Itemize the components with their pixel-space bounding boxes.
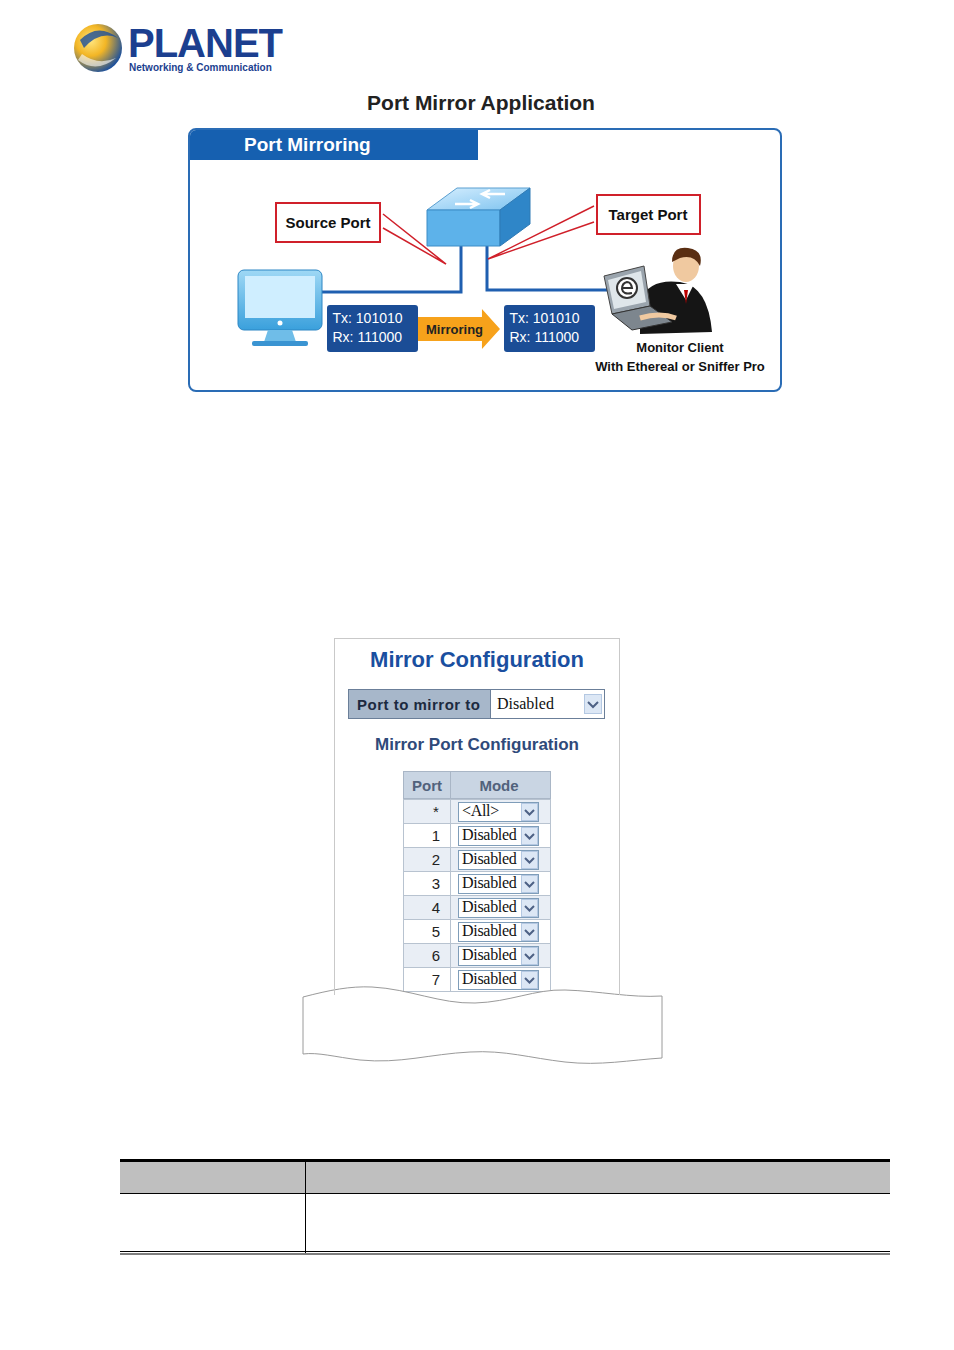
- select-box: [459, 947, 539, 966]
- table-row: [404, 920, 551, 944]
- select-chevron: [525, 906, 534, 911]
- table-divider: [450, 872, 451, 896]
- table-divider: [450, 920, 451, 944]
- select-box: [459, 875, 539, 894]
- table-header-cell: Mode: [479, 777, 518, 794]
- pc-icon: [238, 270, 322, 346]
- select-button: [522, 948, 538, 965]
- callout-box: Source Port: [275, 202, 381, 243]
- table-header: [404, 772, 551, 799]
- select-chevron: [525, 930, 534, 935]
- table-divider: [450, 896, 451, 920]
- callout-box: Target Port: [596, 194, 701, 235]
- select-chevron: [525, 810, 534, 815]
- section-heading: Mirror Port Configuration: [375, 735, 579, 755]
- signal-text: Tx: 101010: [510, 309, 589, 328]
- signal-text: Tx: 101010: [333, 309, 412, 328]
- node-text: Disabled: [497, 695, 554, 713]
- select-value: Disabled: [462, 898, 516, 916]
- select-box: Disabled: [490, 689, 605, 719]
- select-button: [522, 876, 538, 893]
- network-wire: [300, 246, 612, 292]
- select-value: Disabled: [462, 826, 516, 844]
- device-label: With Ethereal or Sniffer Pro: [595, 359, 765, 374]
- node-text: Mirroring: [426, 322, 483, 337]
- mirroring-arrow: Mirroring: [418, 309, 500, 349]
- arrow-fill: [418, 309, 500, 349]
- table-row: [404, 944, 551, 968]
- table-cell: 2: [432, 851, 440, 868]
- switch-icon: [427, 188, 530, 246]
- node-text: Mirror Configuration: [335, 647, 619, 673]
- table-cell: 4: [432, 899, 440, 916]
- table-cell: 7: [432, 971, 440, 988]
- table-row: [404, 824, 551, 848]
- select-value: Disabled: [462, 922, 516, 940]
- select-chevron: [525, 858, 534, 863]
- select-chevron: [525, 882, 534, 887]
- table-cell: 5: [432, 923, 440, 940]
- table-row: [404, 896, 551, 920]
- node-text: Target Port: [609, 206, 688, 223]
- select-value: <All>: [462, 802, 499, 820]
- node-text: Port to mirror to: [357, 696, 481, 713]
- select-button-face: [585, 695, 602, 714]
- select-value: Disabled: [462, 850, 516, 868]
- logo-icon: [74, 24, 122, 72]
- select-box: [459, 923, 539, 942]
- select-value: Disabled: [462, 874, 516, 892]
- node-text: Port Mirroring: [190, 130, 478, 160]
- signal-box: Tx: 101010Rx: 111000: [504, 305, 595, 352]
- select-chevron: [525, 978, 534, 983]
- table-divider: [450, 800, 451, 824]
- table-cell: 6: [432, 947, 440, 964]
- select-button: [522, 924, 538, 941]
- signal-text: Rx: 111000: [333, 328, 412, 347]
- table-cell: *: [433, 803, 439, 820]
- select-button: [584, 694, 602, 714]
- table-divider: [450, 848, 451, 872]
- logo-subtitle: Networking & Communication: [129, 62, 272, 73]
- table-cell: 3: [432, 875, 440, 892]
- select-box: [459, 827, 539, 846]
- table-divider: [450, 944, 451, 968]
- logo-text: PLANET: [128, 23, 282, 63]
- signal-box: Tx: 101010Rx: 111000: [327, 305, 418, 352]
- select-button: [522, 804, 538, 821]
- select-box: [459, 971, 539, 990]
- table-divider: [450, 968, 451, 992]
- device-label: Monitor Client: [636, 340, 723, 355]
- table-cell: 1: [432, 827, 440, 844]
- torn-edge: [303, 987, 662, 1063]
- leader-line: [383, 206, 594, 264]
- table-row: [404, 800, 551, 824]
- select-chevron: [588, 702, 598, 707]
- signal-text: Rx: 111000: [510, 328, 589, 347]
- select-value: Disabled: [462, 970, 516, 988]
- page-title: Port Mirror Application: [367, 91, 595, 115]
- select-box: [459, 803, 539, 822]
- select-chevron: [525, 954, 534, 959]
- field-label: Port to mirror to: [348, 689, 492, 719]
- select-button: [522, 972, 538, 989]
- table-divider: [450, 824, 451, 848]
- select-value: Disabled: [462, 946, 516, 964]
- table-divider: [450, 771, 451, 798]
- table-row: [404, 848, 551, 872]
- table-header-cell: Port: [412, 777, 442, 794]
- select-button: [522, 900, 538, 917]
- table-row: [404, 872, 551, 896]
- table-rule: [120, 1160, 890, 1254]
- select-button: [522, 828, 538, 845]
- person-icon: [604, 248, 712, 334]
- table-row: [404, 968, 551, 992]
- select-box: [459, 899, 539, 918]
- select-button: [522, 852, 538, 869]
- select-chevron: [525, 834, 534, 839]
- node-text: Source Port: [285, 214, 370, 231]
- select-box: [459, 851, 539, 870]
